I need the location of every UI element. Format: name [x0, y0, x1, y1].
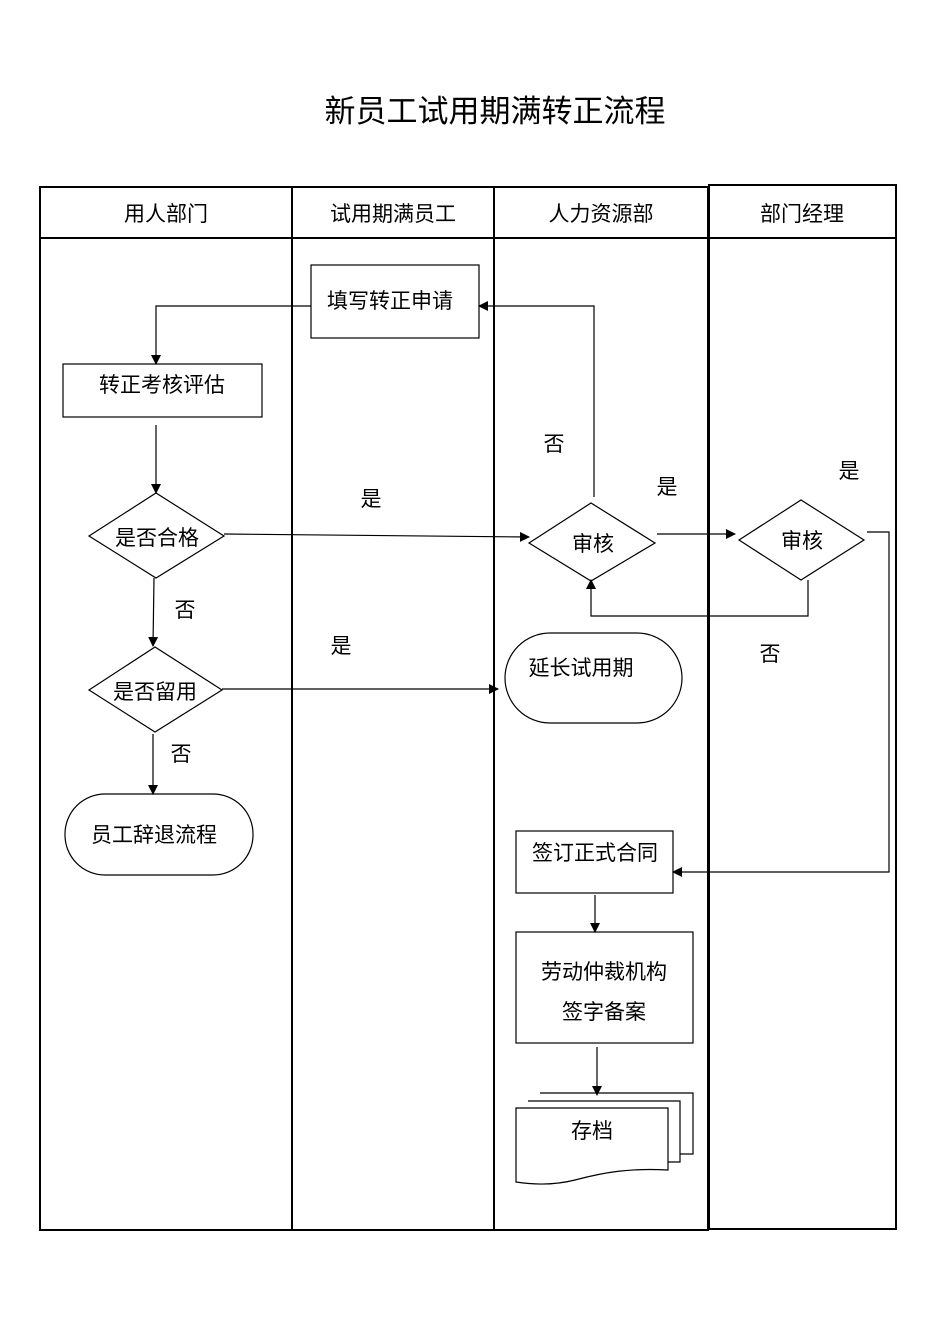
edge-label-yes: 是: [361, 487, 382, 511]
edge-hr-review-to-apply: [478, 301, 595, 497]
edge-label-no: 否: [544, 432, 565, 456]
page-title: 新员工试用期满转正流程: [324, 94, 666, 130]
edge-label-yes: 是: [839, 459, 860, 483]
node-archive[interactable]: [515, 1092, 694, 1185]
edge-label-no: 否: [760, 642, 781, 666]
node-label: 签订正式合同: [532, 841, 658, 865]
edge-manager-review-to-contract: [672, 531, 890, 877]
node-label: 转正考核评估: [99, 373, 225, 397]
node-label: 劳动仲裁机构: [541, 960, 667, 984]
edge-label-yes: 是: [331, 634, 352, 658]
edge-manager-review-to-hr-review: [586, 579, 809, 617]
node-label: 员工辞退流程: [91, 823, 217, 847]
edge-qualified-to-hr-review: [223, 531, 530, 542]
node-extend-probation[interactable]: [504, 632, 683, 724]
node-label: 签字备案: [562, 1000, 646, 1024]
node-label: 是否留用: [113, 680, 197, 704]
edge-apply-to-assess: [151, 305, 311, 365]
node-dismissal-process[interactable]: [64, 793, 254, 876]
node-label: 审核: [781, 529, 823, 553]
edge-label-no: 否: [171, 742, 192, 766]
node-label: 审核: [572, 532, 614, 556]
node-arbitration-filing[interactable]: [515, 931, 694, 1044]
edge-label-yes: 是: [657, 475, 678, 499]
node-decision-qualified[interactable]: [87, 492, 226, 579]
node-decision-hr-review[interactable]: [527, 502, 657, 582]
node-label: 填写转正申请: [327, 289, 453, 313]
lane-header-hr: 人力资源部: [549, 202, 654, 226]
swimlane-frame: [39, 184, 897, 1231]
lane-header-employee: 试用期满员工: [330, 202, 456, 226]
node-decision-retain[interactable]: [87, 646, 224, 733]
node-label: 延长试用期: [529, 656, 634, 680]
edge-qualified-to-retain: [148, 577, 159, 647]
node-sign-contract[interactable]: [515, 830, 674, 894]
node-label: 存档: [571, 1119, 613, 1143]
manager-lane-border: [708, 184, 897, 1230]
node-probation-assessment[interactable]: [62, 363, 263, 418]
node-fill-application[interactable]: [310, 264, 480, 339]
node-decision-manager-review[interactable]: [737, 499, 866, 581]
lane-header-manager: 部门经理: [760, 202, 844, 226]
edge-label-no: 否: [175, 598, 196, 622]
node-label: 是否合格: [115, 526, 199, 550]
lane-header-dept: 用人部门: [124, 202, 208, 226]
